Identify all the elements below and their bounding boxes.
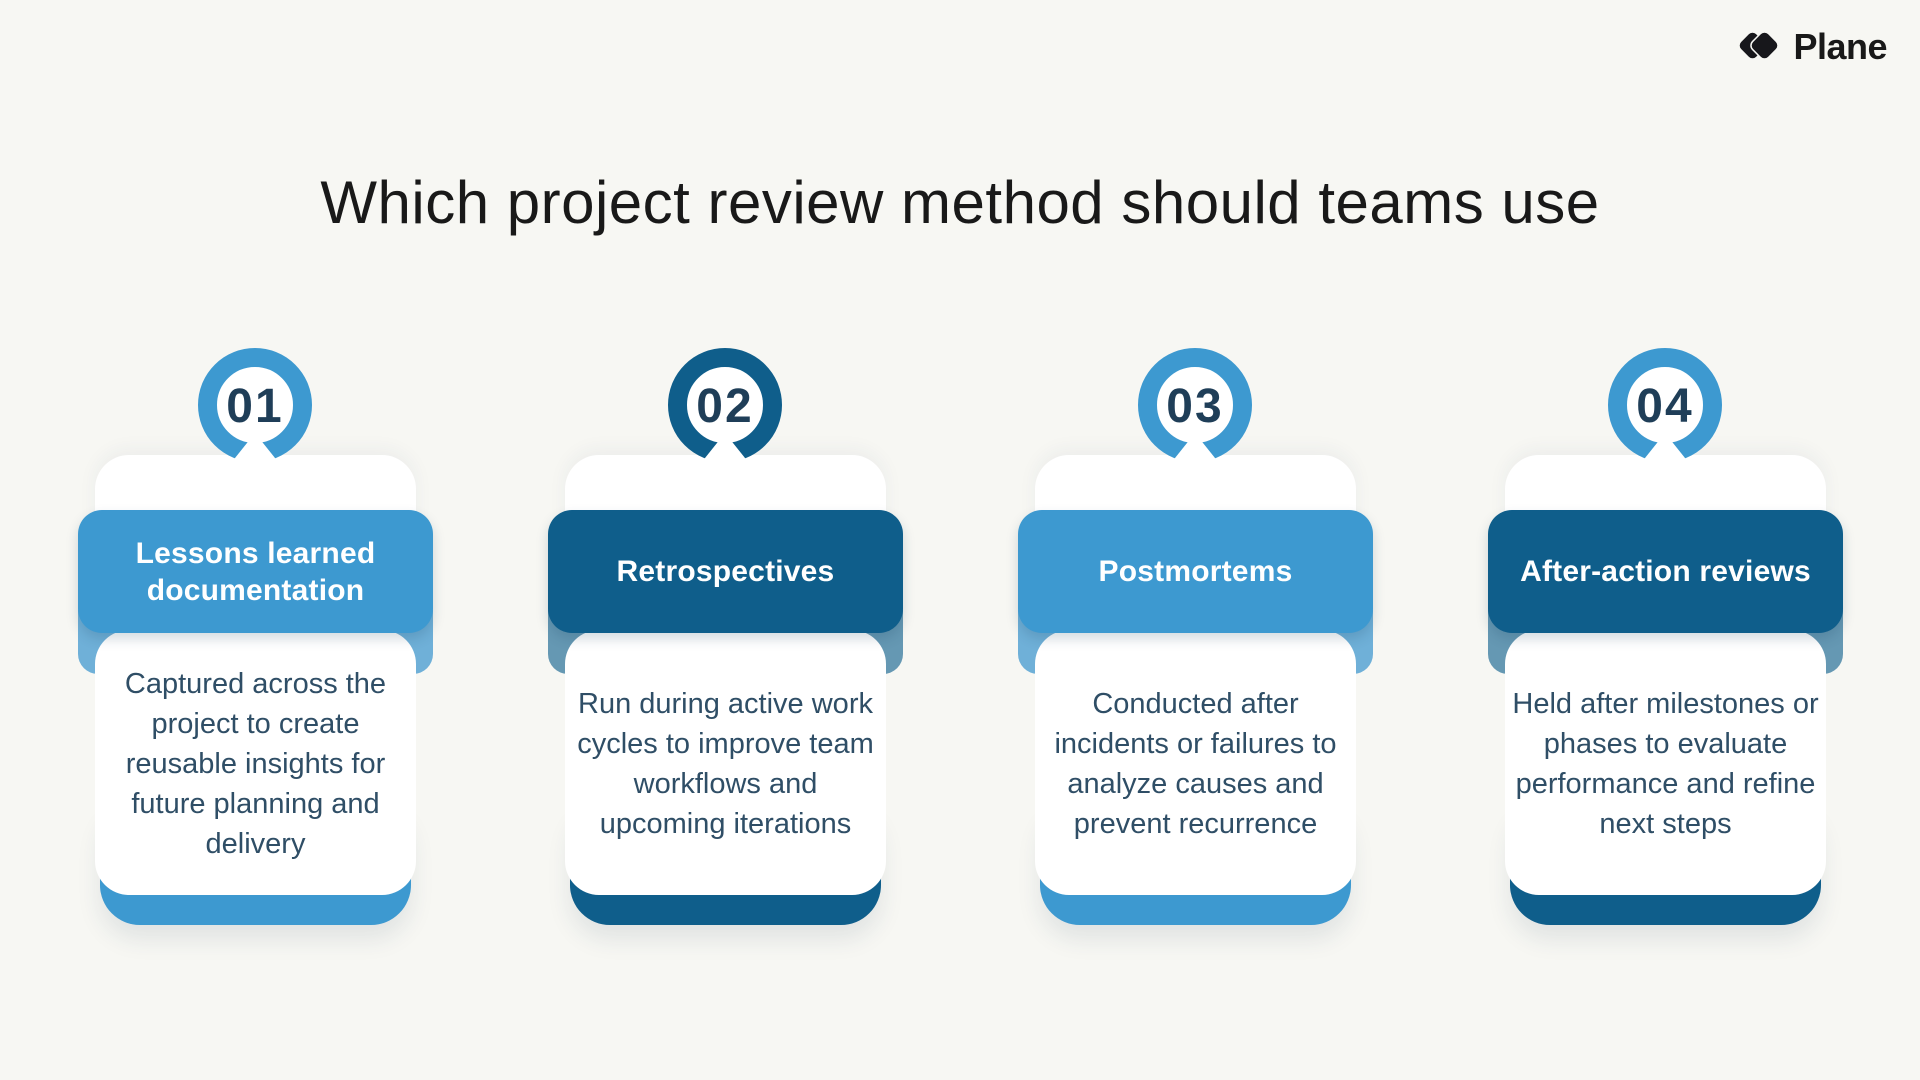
review-method-card: After-action reviews Held after mileston… (1488, 343, 1843, 928)
step-number: 03 (1166, 379, 1224, 433)
card-header-ribbon: Postmortems (1018, 510, 1373, 633)
card-body-surface (1505, 630, 1826, 895)
review-method-card: Postmortems Conducted after incidents or… (1018, 343, 1373, 928)
brand-name: Plane (1793, 26, 1887, 67)
step-number: 04 (1636, 379, 1694, 433)
step-ring-icon (1608, 348, 1722, 473)
card-description: Conducted after incidents or failures to… (1054, 688, 1337, 840)
card-body-surface (1035, 630, 1356, 895)
card-title: After-action reviews (1520, 555, 1811, 588)
card-description: Run during active work cycles to improve… (577, 688, 874, 840)
page-title: Which project review method should teams… (320, 169, 1600, 236)
card-description: Captured across the project to create re… (124, 668, 387, 860)
plane-logo-icon (1740, 31, 1780, 60)
step-ring-icon (668, 348, 782, 473)
card-body-surface (95, 630, 416, 895)
review-method-card: Lessons learned documentation Captured a… (78, 343, 433, 928)
step-ring-icon (198, 348, 312, 473)
card-header-ribbon: Lessons learned documentation (78, 510, 433, 633)
step-number: 02 (696, 379, 754, 433)
brand-logo: Plane (1734, 26, 1887, 68)
step-ring-icon (1138, 348, 1252, 473)
step-number: 01 (226, 379, 284, 433)
card-body-surface (565, 630, 886, 895)
card-description: Held after milestones or phases to evalu… (1512, 688, 1819, 840)
card-header-ribbon: Retrospectives (548, 510, 903, 633)
card-title: Lessons learned documentation (135, 536, 376, 607)
card-title: Retrospectives (616, 555, 835, 588)
card-header-ribbon: After-action reviews (1488, 510, 1843, 633)
card-title: Postmortems (1098, 555, 1293, 588)
review-method-card: Retrospectives Run during active work cy… (548, 343, 903, 928)
